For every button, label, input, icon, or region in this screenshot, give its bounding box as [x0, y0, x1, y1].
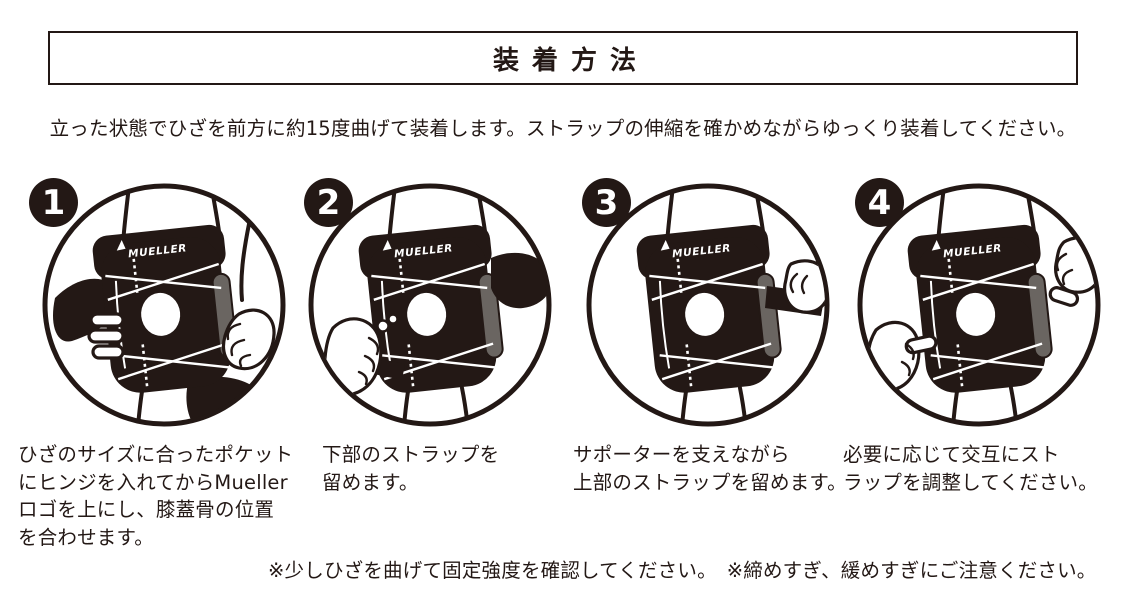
title-box: 装着方法	[48, 31, 1078, 85]
step-2-illustration: MUELLER	[308, 183, 552, 427]
step-3-caption: サポーターを支えながら 上部のストラップを留めます。	[573, 443, 847, 494]
step-1-caption: ひざのサイズに合ったポケット にヒンジを入れてからMueller ロゴを上にし、…	[18, 443, 294, 549]
step-4-caption: 必要に応じて交互にスト ラップを調整してください。	[843, 443, 1098, 494]
knee-brace: MUELLER	[358, 224, 504, 393]
knee-brace: MUELLER	[92, 224, 238, 393]
mueller-logo-mark	[382, 240, 392, 251]
mueller-logo-mark	[660, 240, 670, 251]
strap-buckles	[376, 313, 399, 333]
stitch-lines	[132, 258, 149, 387]
kneecap-opening	[407, 292, 447, 336]
mueller-logo-mark	[931, 240, 941, 251]
knee-brace: MUELLER	[636, 224, 782, 393]
step-3-number-badge: 3	[582, 178, 631, 227]
step-4-number-badge: 4	[855, 178, 904, 227]
kneecap-opening	[685, 292, 725, 336]
page-title: 装着方法	[492, 45, 649, 76]
cross-straps	[105, 262, 230, 381]
step-1-illustration: MUELLER	[42, 183, 286, 427]
step-2-scene: MUELLER	[323, 188, 547, 422]
cross-straps	[920, 262, 1045, 381]
footnote-text: ※少しひざを曲げて固定強度を確認してください。 ※締めすぎ、緩めすぎにご注意くだ…	[268, 559, 1097, 582]
step-4-illustration: MUELLER	[857, 183, 1101, 427]
step-2-caption: 下部のストラップを 留めます。	[322, 443, 500, 494]
step-2-number-badge: 2	[304, 178, 353, 227]
step-3-illustration: MUELLER	[586, 183, 830, 427]
left-hand	[87, 312, 125, 360]
kneecap-opening	[141, 292, 181, 336]
mueller-logo-mark	[116, 240, 126, 251]
stitch-lines	[676, 258, 693, 387]
right-hand	[221, 308, 276, 371]
step-1-number-badge: 1	[29, 178, 78, 227]
intro-text: 立った状態でひざを前方に約15度曲げて装着します。ストラップの伸縮を確かめながら…	[49, 117, 1077, 140]
step-1-scene: MUELLER	[52, 188, 281, 422]
stitch-lines	[398, 258, 415, 387]
hinge-pad	[1026, 272, 1053, 359]
kneecap-opening	[956, 292, 996, 336]
stitch-lines	[947, 258, 964, 387]
upper-strap-flap	[491, 252, 547, 309]
cross-straps	[649, 262, 774, 381]
knee-brace: MUELLER	[907, 224, 1053, 393]
